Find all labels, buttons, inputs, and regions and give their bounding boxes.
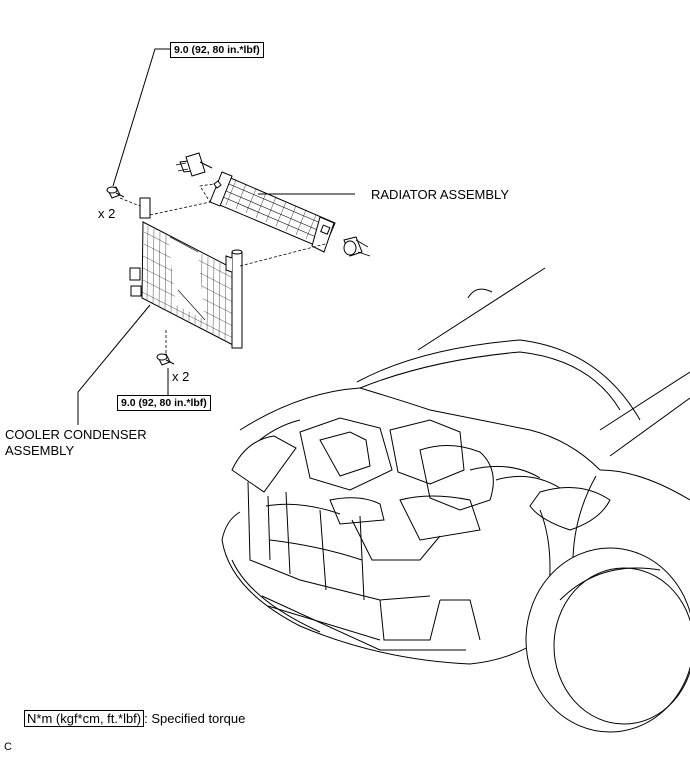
cooler-condenser-label-line2: ASSEMBLY xyxy=(5,443,75,458)
assembly-guide-lines xyxy=(119,183,326,356)
torque-spec-top: 9.0 (92, 80 in.*lbf) xyxy=(170,42,264,58)
cooler-condenser-label-line1: COOLER CONDENSER xyxy=(5,427,147,442)
legend-unit-box: N*m (kgf*cm, ft.*lbf) xyxy=(24,710,145,727)
bolt-icon xyxy=(156,353,175,366)
legend: N*m (kgf*cm, ft.*lbf): Specified torque xyxy=(24,710,246,727)
quantity-top: x 2 xyxy=(98,206,116,221)
radiator-drawing xyxy=(175,152,371,257)
bolt-icon xyxy=(106,186,125,199)
radiator-assembly-label: RADIATOR ASSEMBLY xyxy=(371,187,509,202)
torque-spec-bottom: 9.0 (92, 80 in.*lbf) xyxy=(117,395,211,411)
quantity-bottom: x 2 xyxy=(172,369,190,384)
legend-description: : Specified torque xyxy=(144,711,246,726)
vehicle-front-drawing xyxy=(221,267,690,733)
corner-code: C xyxy=(4,741,12,753)
condenser-drawing xyxy=(129,197,243,349)
